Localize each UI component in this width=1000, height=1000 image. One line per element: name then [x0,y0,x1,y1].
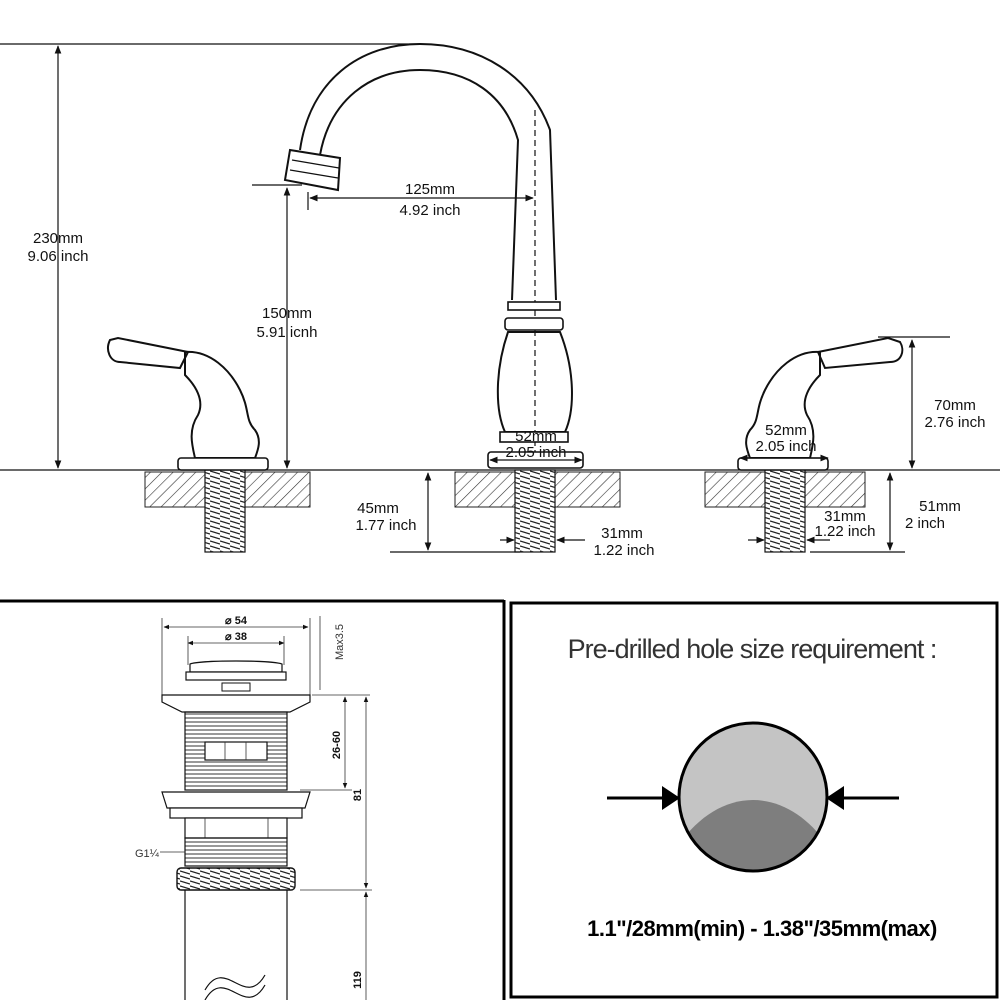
shank-right-dia-in-label: 1.22 inch [815,523,876,540]
spout-outer [299,42,557,301]
height-in-label: 9.06 inch [28,248,89,265]
hole-circle-outline [677,721,829,873]
faucet-drawing: 230mm 9.06 inch 125mm 4.92 inch 150mm 5.… [0,42,1000,559]
drain-cap [189,660,283,673]
shank-right-mm-label: 51mm [919,498,961,515]
right-shank [765,470,805,552]
hole-requirement-panel: Pre-drilled hole size requirement : 1.1"… [509,601,999,999]
center-shank [515,470,555,552]
right-handle-body [745,350,821,459]
left-handle-lever [107,336,190,370]
drain-nut [161,791,311,809]
drain-tail-label: 119 [352,971,364,989]
left-handle-base [177,457,269,471]
shank-center-dia-in-label: 1.22 inch [594,542,655,559]
drain-thread-label: G1¼ [135,848,160,860]
hole-size-requirement: 1.1"/28mm(min) - 1.38"/35mm(max) [587,916,937,941]
spout-height-in-label: 5.91 icnh [257,324,318,341]
drain-max-label: Max3.5 [334,624,346,660]
base-right-mm-label: 52mm [765,422,807,439]
shank-right-dia-mm-label: 31mm [824,508,866,525]
drain-flange [161,694,311,713]
spout-inner [319,68,520,301]
base-right-in-label: 2.05 inch [756,438,817,455]
right-handle-base [737,457,829,471]
drain-inner-dia-label: ⌀ 38 [225,631,247,643]
handle-height-mm-label: 70mm [934,397,976,414]
handle-height-in-label: 2.76 inch [925,414,986,431]
drain-length-label: 81 [352,789,364,801]
drain-outer-dia-label: ⌀ 54 [225,615,248,627]
base-center-in-label: 2.05 inch [506,444,567,461]
base-center-mm-label: 52mm [515,428,557,445]
right-handle-lever [816,336,904,370]
shank-left-in-label: 1.77 inch [356,517,417,534]
drain-panel: ⌀ 54 ⌀ 38 G1¼ [0,599,506,1000]
reach-in-label: 4.92 inch [400,202,461,219]
shank-center-dia-mm-label: 31mm [601,525,643,542]
height-mm-label: 230mm [33,230,83,247]
drain-connector [176,867,296,891]
hole-panel-title: Pre-drilled hole size requirement : [568,634,937,664]
spout-tip [283,148,342,192]
left-handle-body [184,350,260,459]
left-shank [205,470,245,552]
shank-right-in-label: 2 inch [905,515,945,532]
spout-height-mm-label: 150mm [262,305,312,322]
drain-range-label: 26-60 [331,731,343,759]
reach-mm-label: 125mm [405,181,455,198]
shank-left-mm-label: 45mm [357,500,399,517]
